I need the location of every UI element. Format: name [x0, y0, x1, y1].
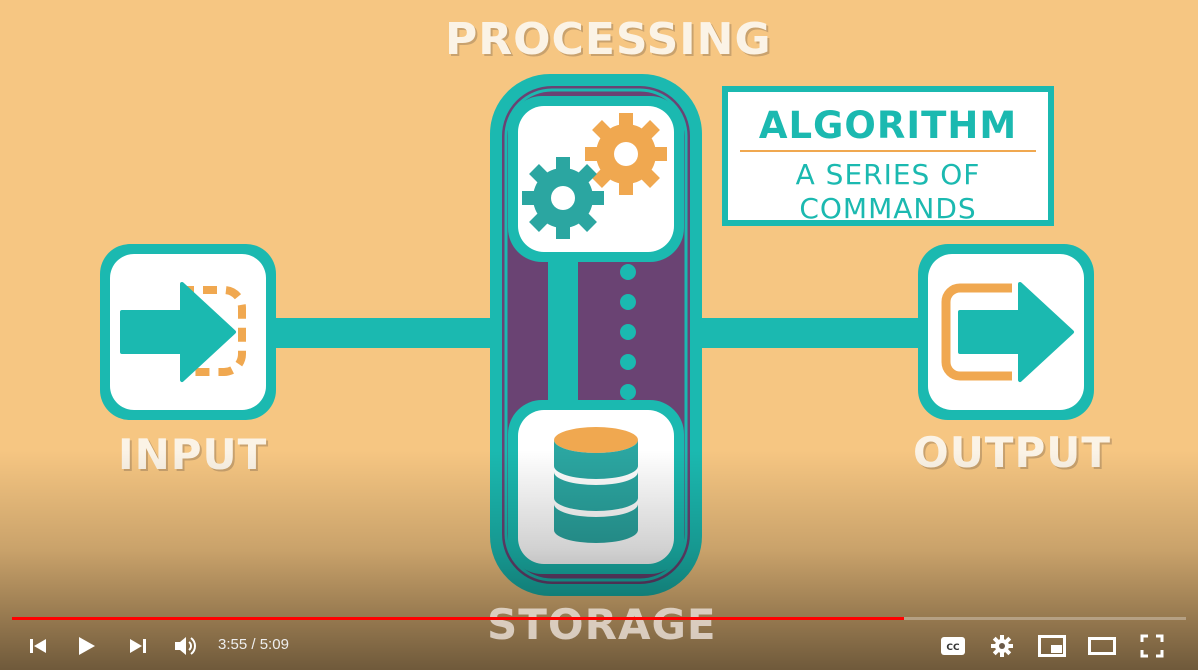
miniplayer-button[interactable] [1034, 628, 1070, 664]
teal-gear-icon [522, 157, 604, 239]
settings-icon [991, 635, 1013, 657]
progress-played [12, 617, 905, 620]
orange-gear-icon [585, 113, 667, 195]
fullscreen-button[interactable] [1134, 628, 1170, 664]
output-bracket [941, 283, 1012, 381]
volume-button[interactable] [168, 628, 204, 664]
output-connector [690, 318, 930, 348]
algorithm-title: ALGORITHM [758, 104, 1018, 147]
time-display: 3:55 / 5:09 [218, 636, 289, 653]
output-arrow-icon [958, 282, 1074, 382]
next-button[interactable] [120, 628, 156, 664]
play-button[interactable] [68, 628, 104, 664]
algorithm-callout: ALGORITHM A SERIES OF COMMANDS [722, 86, 1054, 226]
current-time: 3:55 [218, 636, 248, 653]
previous-icon [30, 639, 46, 653]
duration: 5:09 [259, 636, 289, 653]
next-icon [130, 639, 146, 653]
algorithm-subtitle-line2: COMMANDS [799, 192, 977, 225]
progress-bar[interactable] [12, 617, 1186, 620]
input-label: INPUT [118, 430, 268, 479]
input-bracket [180, 286, 246, 376]
volume-icon [175, 637, 196, 655]
captions-button[interactable]: CC [935, 628, 971, 664]
player-controls: 3:55 / 5:09 CC [0, 622, 1198, 670]
output-tile [918, 244, 1094, 420]
algorithm-subtitle-line1: A SERIES OF [795, 158, 981, 191]
captions-icon: CC [941, 637, 965, 655]
input-arrow-icon [120, 282, 236, 382]
fullscreen-icon [1140, 634, 1164, 658]
settings-button[interactable] [984, 628, 1020, 664]
processor-capsule [490, 74, 702, 596]
output-label: OUTPUT [913, 428, 1111, 477]
algorithm-divider [740, 150, 1036, 152]
time-separator: / [247, 636, 260, 653]
miniplayer-icon [1038, 635, 1066, 657]
svg-text:CC: CC [946, 643, 960, 653]
theater-mode-icon [1088, 637, 1116, 655]
processing-label: PROCESSING [445, 14, 772, 65]
theater-mode-button[interactable] [1084, 628, 1120, 664]
input-tile [100, 244, 276, 420]
play-icon [79, 637, 95, 655]
previous-button[interactable] [20, 628, 56, 664]
storage-label: STORAGE [487, 600, 717, 649]
input-connector [270, 318, 500, 348]
database-icon [554, 427, 638, 543]
